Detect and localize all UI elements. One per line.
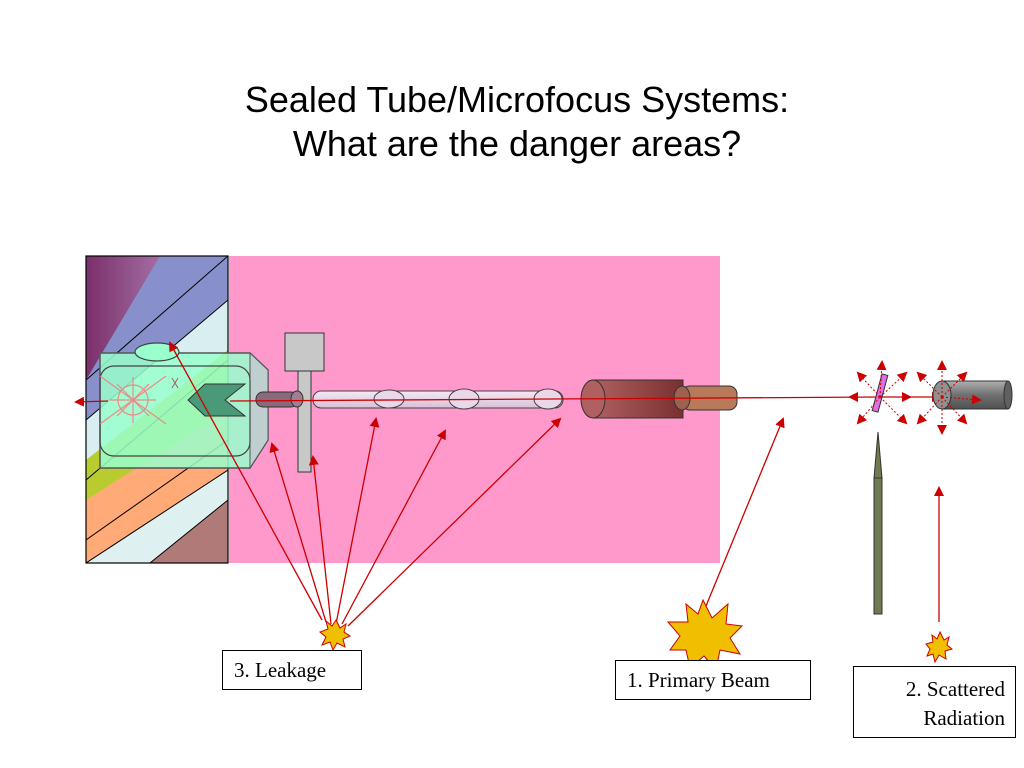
slide-title: Sealed Tube/Microfocus Systems: What are… <box>0 78 1024 166</box>
scatter-arrows-sample <box>848 360 912 425</box>
xray-tube <box>99 342 269 470</box>
leakage-explosion-icon <box>319 619 352 652</box>
title-line-1: Sealed Tube/Microfocus Systems: <box>244 79 790 120</box>
primary-beam-line <box>229 396 879 402</box>
leakage-label: 3. Leakage <box>222 650 362 690</box>
title-line-2: What are the danger areas? <box>292 123 742 164</box>
beamstop <box>932 380 1013 410</box>
leakage-arrows <box>169 341 562 627</box>
scattered-radiation-label: 2. Scattered Radiation <box>853 666 1016 738</box>
scattered-explosion-icon <box>925 630 954 664</box>
primary-beam-explosion-icon <box>666 598 744 672</box>
primary-beam-label: 1. Primary Beam <box>615 660 811 700</box>
primary-beam-arrow <box>705 417 785 607</box>
sample-pin <box>871 373 889 615</box>
scattered-label-line-2: Radiation <box>923 706 1005 730</box>
scatter-arrows-beamstop <box>916 360 982 435</box>
generator-wall <box>86 256 228 563</box>
scattered-label-line-1: 2. Scattered <box>905 677 1005 701</box>
